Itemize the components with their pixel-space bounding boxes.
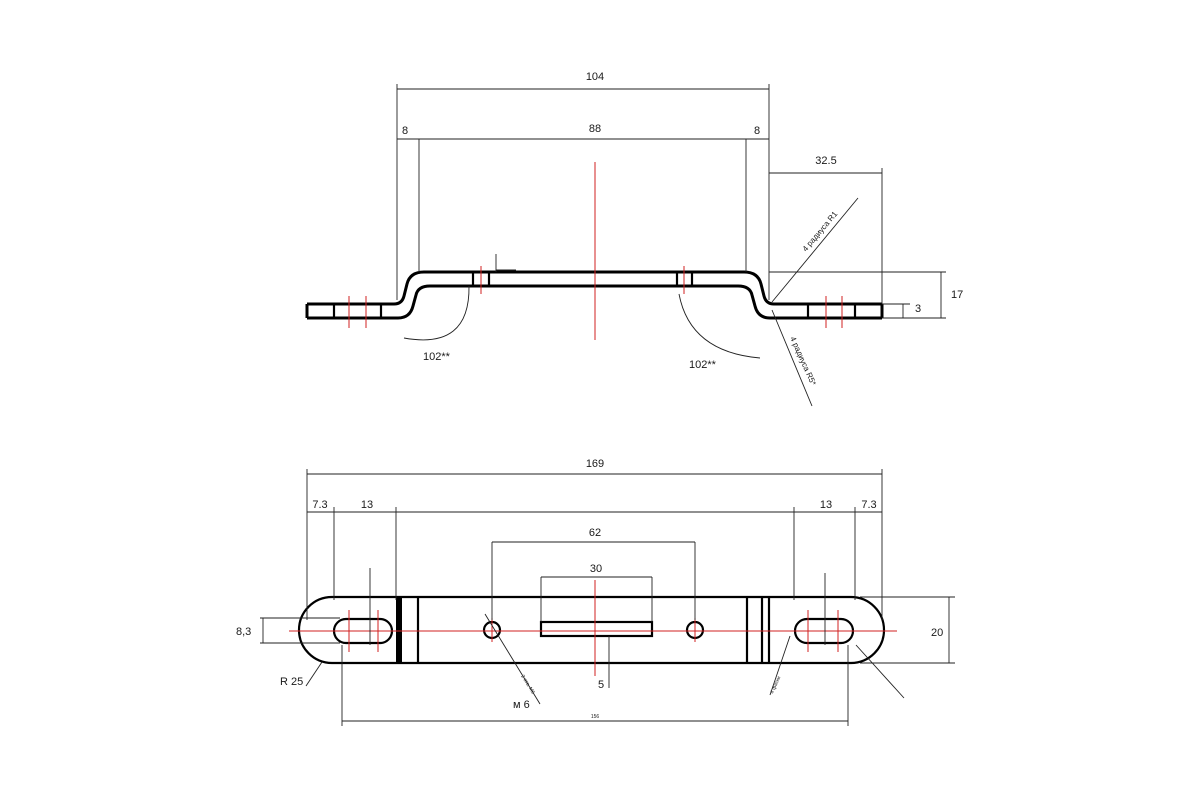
dim-8-3-label: 8,3 (236, 626, 251, 638)
dim-8-left-label: 8 (402, 125, 408, 137)
note-left-hole: 2 отв. М6 (519, 674, 536, 696)
angle-arc-right (678, 293, 761, 359)
dim-r25-label: R 25 (280, 676, 303, 688)
note-r1: 4 радиуса R1 (801, 209, 840, 253)
dim-17-label: 17 (951, 289, 963, 301)
thread-m6-label: м 6 (513, 699, 530, 711)
leader-r1 (771, 197, 859, 303)
dim-7-3-left-label: 7.3 (312, 499, 327, 511)
note-right-hole: 4 фаски (769, 675, 782, 695)
dim-20-label: 20 (931, 627, 943, 639)
angle-right-label: 102** (689, 359, 717, 371)
dim-3-label: 3 (915, 303, 921, 315)
dim-13-right-label: 13 (820, 499, 832, 511)
dim-32-5-label: 32.5 (815, 155, 836, 167)
dim-104-label: 104 (586, 71, 604, 83)
angle-left-label: 102** (423, 351, 451, 363)
center-slot (539, 620, 654, 638)
plan-outline (297, 595, 886, 665)
leader-r5 (771, 309, 813, 407)
plan-view: 169 7.3 13 13 7.3 62 30 5 8,3 (236, 458, 955, 726)
side-view: 104 88 8 8 32.5 17 3 102** 102** 4 радиу… (305, 71, 963, 407)
bracket-outer-outline (307, 270, 882, 306)
dim-8-right-label: 8 (754, 125, 760, 137)
note-r5: 4 радиуса R5* (788, 335, 818, 387)
leader-m6 (484, 613, 541, 705)
angle-arc-left (403, 285, 470, 341)
dim-13-left-label: 13 (361, 499, 373, 511)
dim-30-label: 30 (590, 563, 602, 575)
leader-right-hole (769, 635, 791, 696)
dim-88-label: 88 (589, 123, 601, 135)
leader-r25 (305, 661, 323, 687)
dim-62-label: 62 (589, 527, 601, 539)
dim-169-label: 169 (586, 458, 604, 470)
dim-7-3-right-label: 7.3 (861, 499, 876, 511)
leader-right-end (855, 644, 905, 699)
left-bend-band (396, 597, 402, 663)
dim-5-label: 5 (598, 679, 604, 691)
bracket-inner-outline (307, 284, 882, 320)
dim-bottom-label: 156 (591, 714, 600, 720)
